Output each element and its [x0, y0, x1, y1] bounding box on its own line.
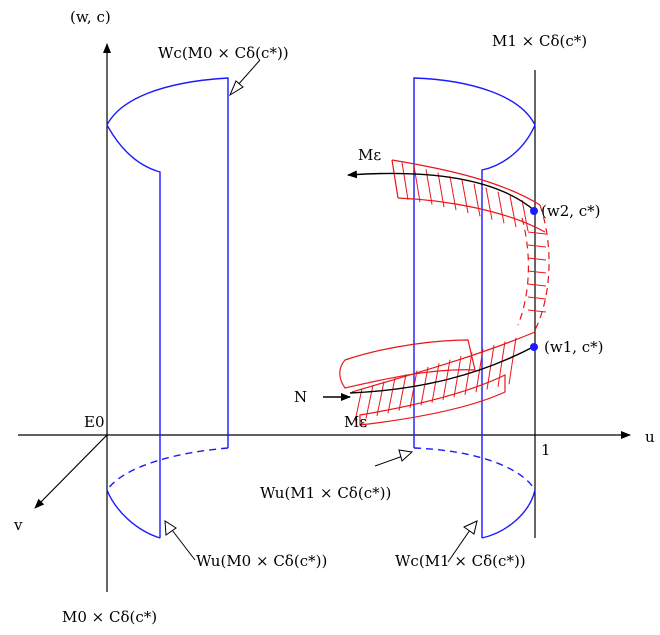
wc-m0-surface	[106, 77, 229, 448]
v-axis	[34, 434, 108, 509]
hatch-line	[527, 257, 547, 261]
label-wu-m0: Wu(M0 × Cδ(c*))	[196, 552, 327, 570]
label-wc-m0: Wc(M0 × Cδ(c*))	[158, 44, 289, 62]
red-dashed-side-inner	[517, 217, 529, 326]
hatch-line	[431, 363, 440, 403]
hatch-line	[508, 337, 517, 385]
pointer-wc-m1	[447, 520, 478, 563]
label-point-w1: (w1, c*)	[544, 338, 604, 356]
lower-red-strip	[339, 331, 536, 426]
label-origin: E0	[84, 413, 105, 431]
red-dashed-side-outer	[534, 204, 550, 331]
hatch-line	[486, 345, 495, 390]
wu-m0-solid-lobe	[106, 489, 161, 539]
hatch-line	[413, 165, 421, 203]
label-w-c-axis: (w, c)	[70, 8, 111, 26]
hatch-line	[461, 179, 469, 214]
hatch-line	[527, 231, 547, 235]
wc-m1-surface	[481, 124, 536, 538]
label-wu-m1: Wu(M1 × Cδ(c*))	[260, 484, 391, 502]
label-m-eps-top: Mε	[358, 146, 381, 164]
label-m-eps-bottom: Mε	[344, 413, 367, 431]
hatch-line	[420, 366, 429, 406]
hatch-line	[527, 296, 547, 300]
label-wc-m1: Wc(M1 × Cδ(c*))	[395, 552, 526, 570]
label-m0-line: M0 × Cδ(c*)	[62, 608, 157, 626]
wu-m1-dashed-lobe	[413, 447, 536, 491]
lower-orbit-curve	[349, 345, 536, 394]
label-point-w2: (w2, c*)	[541, 202, 601, 220]
label-u-axis: u	[645, 428, 655, 446]
pointer-wc-m0	[228, 59, 261, 97]
hatch-line	[527, 283, 547, 287]
hatch-line	[387, 377, 396, 414]
hatch-line	[527, 309, 547, 313]
label-v-axis: v	[13, 516, 23, 534]
hatch-line	[398, 374, 407, 411]
hatch-line	[437, 172, 445, 208]
pointer-wu-m1	[374, 449, 414, 467]
wc-m0-lower-lobe	[106, 124, 161, 538]
hatch-line	[376, 381, 385, 417]
hatch-line	[365, 384, 374, 419]
hatch-line	[449, 176, 457, 211]
hatch-line	[401, 162, 409, 200]
label-unit-tick: 1	[541, 441, 551, 459]
hatch-line	[521, 199, 529, 232]
upper-red-strip	[391, 159, 546, 233]
point-w2-marker	[530, 207, 538, 215]
wu-m0-dashed-lobe	[106, 447, 229, 491]
wu-m1-surface	[413, 77, 536, 448]
upper-orbit-curve	[347, 170, 536, 212]
side-hatch	[527, 231, 547, 313]
point-w1-marker	[530, 343, 538, 351]
label-n: N	[294, 388, 307, 406]
hatch-line	[409, 370, 418, 409]
hatch-line	[527, 244, 547, 248]
hatch-line	[497, 341, 506, 387]
hatch-line	[509, 195, 517, 228]
hatch-line	[527, 270, 547, 274]
hatch-line	[473, 183, 481, 217]
hatch-line	[497, 191, 505, 224]
label-m1-line: M1 × Cδ(c*)	[492, 32, 587, 50]
wc-m1-solid-lobe	[481, 489, 536, 539]
pointer-wu-m0	[164, 520, 196, 561]
hatch-line	[354, 388, 363, 422]
hatch-line	[485, 187, 493, 220]
